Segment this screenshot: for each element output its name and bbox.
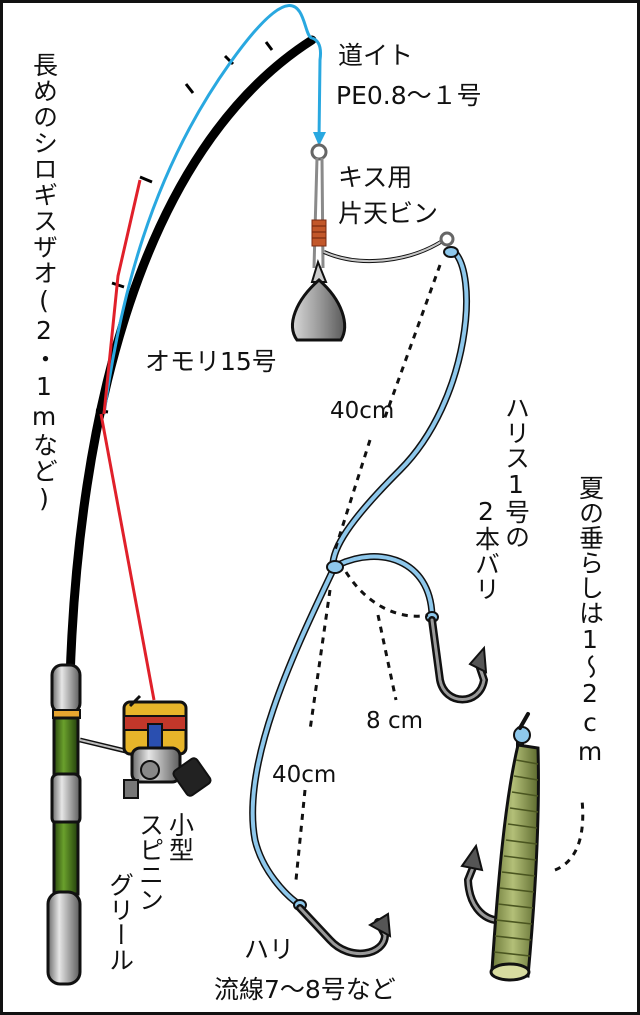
end-hook	[296, 904, 392, 958]
red-line-upper	[102, 179, 142, 415]
tenbin-top-eye	[310, 143, 328, 161]
leader	[249, 246, 470, 911]
main-line-guides	[102, 4, 313, 415]
label-reel-part-3: グリール	[106, 872, 135, 972]
rod	[65, 35, 317, 685]
label-sinker: オモリ15号	[145, 347, 277, 376]
label-reel-part-2: スピニン	[136, 812, 165, 912]
reel-seat-bottom	[50, 772, 82, 826]
rod-handle	[46, 663, 82, 986]
red-line-lower	[99, 413, 156, 701]
reel-seat-top	[50, 663, 82, 715]
rod-guides	[95, 41, 274, 414]
label-main-line-1: 道イト	[338, 41, 413, 70]
tenbin-coil	[311, 219, 327, 247]
spinning-reel	[79, 694, 212, 799]
tenbin-arm-eye	[439, 231, 455, 247]
tenbin	[291, 143, 455, 342]
label-hook-2: 流線7～8号など	[214, 975, 396, 1004]
sinker	[291, 278, 347, 342]
branch-hook	[428, 616, 489, 704]
label-reel: 小型	[166, 812, 195, 862]
label-main-line-2: PE0.8～１号	[336, 81, 482, 110]
main-line-arrow	[313, 132, 326, 146]
reel-handle-knob	[172, 757, 212, 797]
dimension-lines	[294, 264, 585, 881]
label-branch-length: 8 cm	[366, 708, 423, 734]
label-hooks: 2本バリ	[472, 497, 501, 601]
label-leader: ハリス1号の	[502, 395, 531, 549]
label-length-lower: 40cm	[272, 762, 336, 788]
bait-hook	[460, 712, 540, 982]
label-tenbin-1: キス用	[338, 163, 412, 192]
label-hook-1: ハリ	[244, 935, 294, 964]
label-tenbin-2: 片天ビン	[338, 199, 438, 228]
grip-green-upper	[52, 716, 80, 778]
main-line-drop	[311, 36, 322, 141]
label-bait: 夏の垂らしは1～2cm	[576, 475, 605, 766]
label-length-upper: 40cm	[330, 398, 394, 424]
label-rod: 長めのシロギスザオ(2・1mなど)	[30, 52, 59, 514]
grip-green-lower	[52, 820, 80, 896]
butt-cap	[46, 890, 82, 986]
